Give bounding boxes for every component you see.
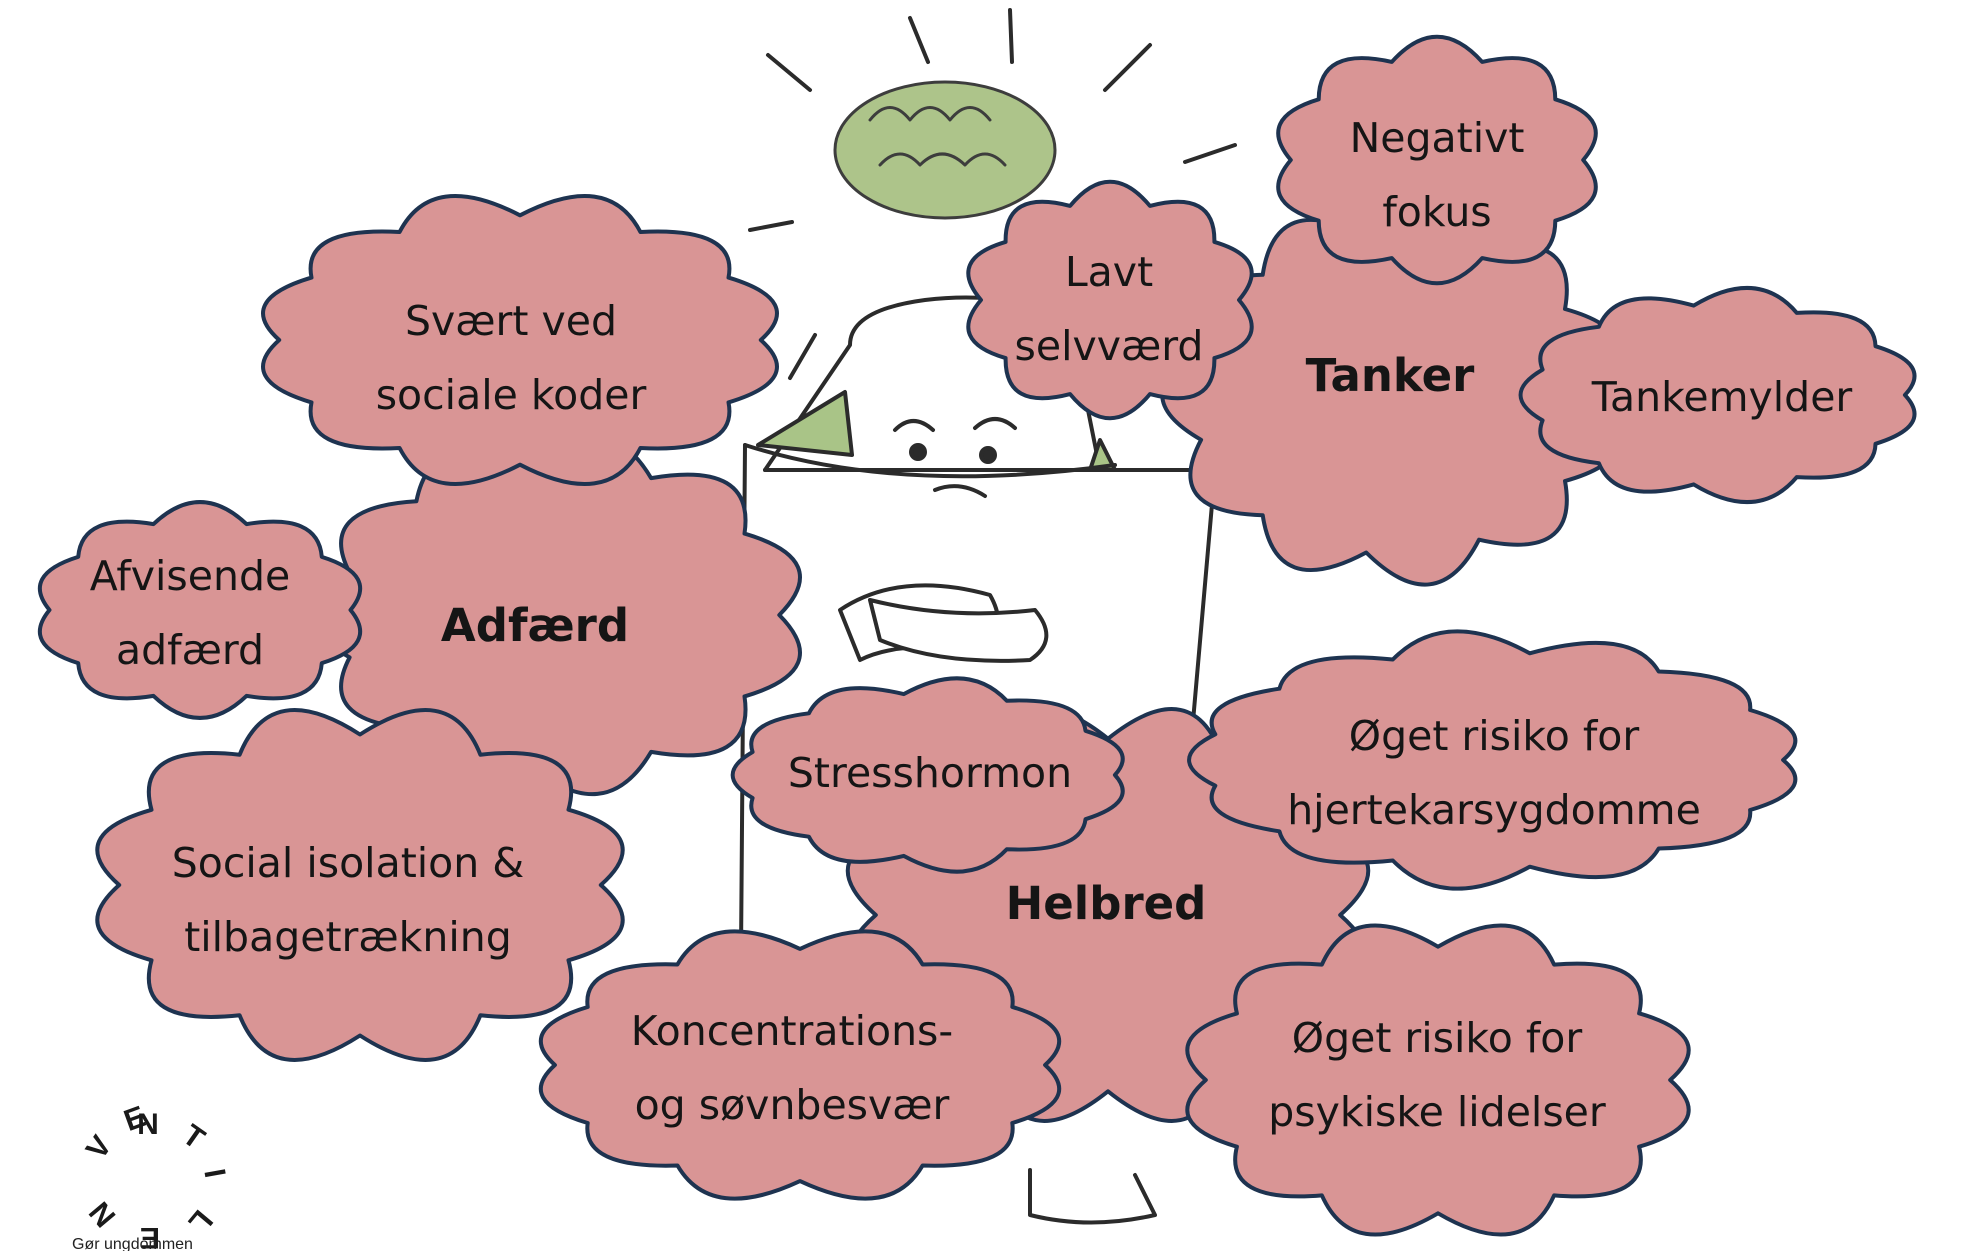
brain-icon bbox=[835, 82, 1055, 218]
logo-letter: I bbox=[197, 1166, 231, 1180]
label-racing-thoughts: Tankemylder bbox=[1592, 360, 1853, 434]
emphasis-line bbox=[768, 55, 810, 90]
label-stress-hormone: Stresshormon bbox=[788, 736, 1072, 810]
logo-letter: L bbox=[182, 1203, 219, 1238]
eye-right bbox=[981, 448, 995, 462]
shirt-collar-left bbox=[758, 392, 852, 455]
heading-health: Helbred bbox=[1006, 867, 1207, 941]
logo-letter: V bbox=[80, 1130, 119, 1165]
eye-left bbox=[911, 445, 925, 459]
emphasis-line bbox=[1185, 145, 1235, 162]
emphasis-line bbox=[750, 222, 792, 230]
emphasis-line bbox=[1010, 10, 1012, 62]
label-concentration-sleep: Koncentrations-og søvnbesvær bbox=[631, 994, 953, 1142]
logo-tagline: Gør ungdommen bbox=[72, 1236, 193, 1251]
worried-mouth bbox=[935, 486, 985, 496]
emphasis-line bbox=[910, 18, 928, 62]
heading-behavior: Adfærd bbox=[441, 589, 629, 663]
logo-letter: T bbox=[176, 1118, 210, 1156]
logo-letter: N bbox=[83, 1195, 122, 1233]
heading-thoughts: Tanker bbox=[1306, 339, 1475, 413]
label-isolation: Social isolation &tilbagetrækning bbox=[172, 826, 524, 974]
character-foot bbox=[1030, 1170, 1155, 1223]
ventilen-logo: E V N T I L E N bbox=[80, 1100, 231, 1251]
logo-letter: N bbox=[137, 1108, 159, 1141]
emphasis-line bbox=[1105, 45, 1150, 90]
emphasis-line bbox=[790, 335, 815, 378]
